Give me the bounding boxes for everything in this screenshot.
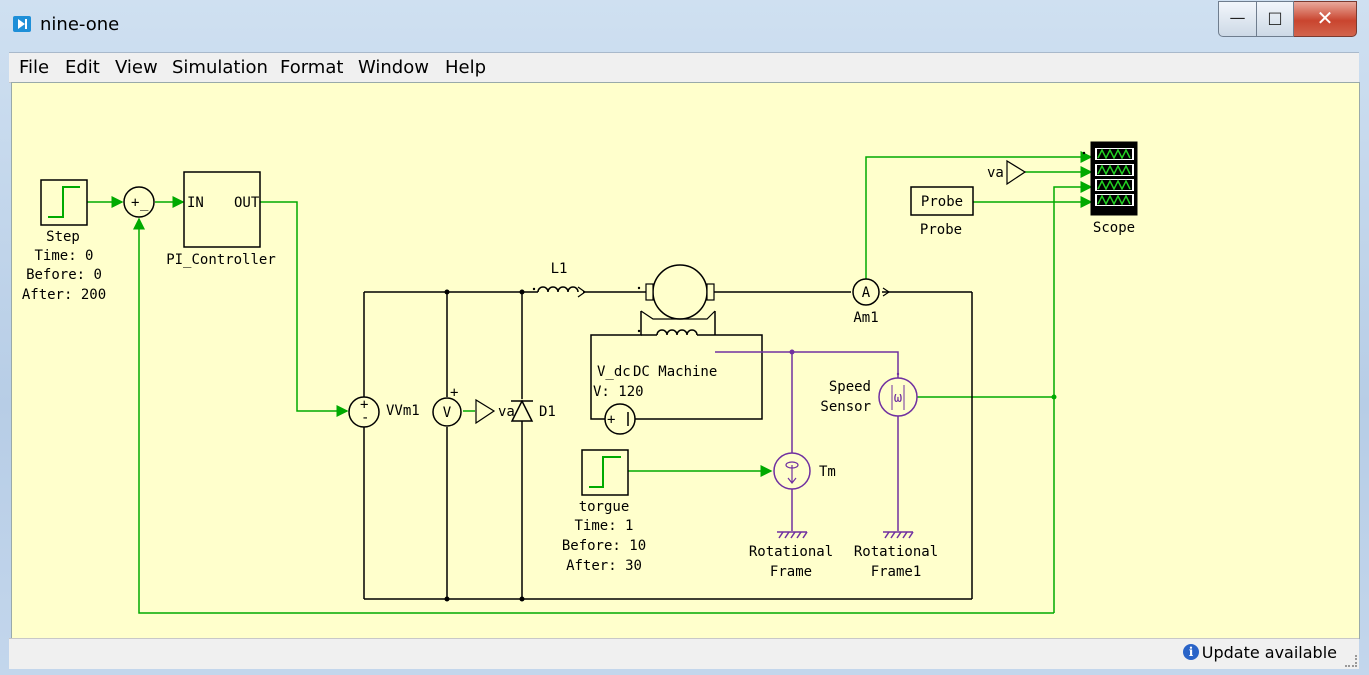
- signal-wires: [87, 151, 1093, 614]
- va-output-gain[interactable]: [475, 398, 496, 425]
- mechanical-wires: [715, 351, 899, 531]
- probe-block-label: Probe: [921, 194, 963, 210]
- pi-controller-block[interactable]: [183, 171, 261, 248]
- step-block[interactable]: [40, 179, 88, 226]
- menu-format[interactable]: Format: [280, 57, 344, 78]
- ammeter-am1[interactable]: [852, 278, 880, 306]
- voltmeter-plus: +: [450, 385, 458, 401]
- resize-grip[interactable]: [1345, 655, 1357, 667]
- speed-sensor[interactable]: ω: [878, 372, 918, 417]
- sum-block[interactable]: [123, 186, 155, 218]
- ammeter-symbol: A: [862, 285, 871, 301]
- maximize-icon: □: [1267, 8, 1283, 27]
- scope-block[interactable]: [1090, 141, 1138, 216]
- step-label: Step: [46, 229, 80, 245]
- tm-label: Tm: [819, 464, 836, 480]
- speed-sensor-symbol: ω: [894, 390, 902, 406]
- voltmeter[interactable]: [432, 397, 462, 427]
- window-controls: — □ ✕: [1218, 1, 1357, 37]
- va-output-label: va: [498, 404, 515, 420]
- rotational-frame-label-1: Rotational: [749, 544, 833, 560]
- menu-bar: File Edit View Simulation Format Window …: [9, 52, 1359, 83]
- va-gain-block[interactable]: [1006, 159, 1027, 186]
- rotational-frame[interactable]: [777, 531, 808, 539]
- junction-dots: [444, 289, 525, 602]
- torque-source-tm[interactable]: [773, 452, 811, 490]
- torque-step-block[interactable]: [581, 449, 629, 496]
- pi-controller-label: PI_Controller: [166, 252, 276, 268]
- speed-sensor-label-1: Speed: [829, 379, 871, 395]
- menu-view[interactable]: View: [115, 57, 158, 78]
- va-gain-label: va: [987, 165, 1004, 181]
- minimize-button[interactable]: —: [1218, 1, 1257, 37]
- diode-label: D1: [539, 404, 556, 420]
- title-bar[interactable]: nine-one — □ ✕: [0, 0, 1369, 50]
- rotational-frame1[interactable]: [883, 531, 914, 539]
- vdc-label: V_dc: [597, 364, 631, 380]
- sum-plus: +: [131, 195, 139, 211]
- minimize-icon: —: [1229, 8, 1246, 27]
- menu-simulation[interactable]: Simulation: [172, 57, 268, 78]
- vvm-plus: +: [360, 397, 368, 413]
- probe-block[interactable]: [910, 186, 974, 216]
- step-time: Time: 0: [34, 248, 93, 264]
- speed-sensor-label-2: Sensor: [820, 399, 871, 415]
- voltmeter-symbol: V: [443, 405, 452, 421]
- torque-before: Before: 10: [562, 538, 646, 554]
- torque-label: torgue: [579, 499, 630, 515]
- pi-in-port: IN: [187, 195, 204, 211]
- schematic-canvas[interactable]: Step Time: 0 Before: 0 After: 200 + _ IN…: [11, 82, 1360, 639]
- maximize-button[interactable]: □: [1257, 1, 1294, 37]
- menu-edit[interactable]: Edit: [65, 57, 100, 78]
- sum-minus: _: [140, 195, 149, 211]
- step-before: Before: 0: [26, 267, 102, 283]
- menu-window[interactable]: Window: [358, 57, 429, 78]
- inductor-label: L1: [551, 261, 568, 277]
- app-icon: [13, 16, 31, 32]
- info-icon[interactable]: i: [1183, 644, 1199, 660]
- svg-text:+: +: [607, 412, 615, 428]
- vvm-minus: -: [361, 410, 369, 426]
- controlled-voltage-source[interactable]: [348, 396, 380, 428]
- pi-out-port: OUT: [234, 195, 260, 211]
- menu-help[interactable]: Help: [445, 57, 487, 78]
- dc-voltage-source[interactable]: [604, 403, 636, 435]
- diode-d1[interactable]: [510, 399, 534, 422]
- step-after: After: 200: [22, 287, 106, 303]
- ammeter-label: Am1: [853, 310, 878, 326]
- rotational-frame1-label-2: Frame1: [871, 564, 922, 580]
- schematic-diagram[interactable]: Step Time: 0 Before: 0 After: 200 + _ IN…: [12, 83, 1359, 638]
- close-button[interactable]: ✕: [1294, 1, 1357, 37]
- torque-time: Time: 1: [574, 518, 633, 534]
- scope-label: Scope: [1093, 220, 1135, 236]
- torque-after: After: 30: [566, 558, 642, 574]
- vdc-value: V: 120: [593, 384, 644, 400]
- status-text[interactable]: Update available: [1201, 643, 1337, 662]
- status-bar: i Update available: [9, 638, 1359, 669]
- close-icon: ✕: [1316, 6, 1334, 30]
- vvm-label: VVm1: [386, 403, 420, 419]
- rotational-frame1-label-1: Rotational: [854, 544, 938, 560]
- probe-name: Probe: [920, 222, 962, 238]
- inductor-l1[interactable]: [537, 286, 579, 293]
- electrical-wires: [363, 291, 973, 600]
- menu-file[interactable]: File: [19, 57, 50, 78]
- dc-machine-label: DC Machine: [633, 364, 717, 380]
- dc-machine[interactable]: [637, 264, 716, 336]
- window-title: nine-one: [40, 14, 120, 35]
- rotational-frame-label-2: Frame: [770, 564, 812, 580]
